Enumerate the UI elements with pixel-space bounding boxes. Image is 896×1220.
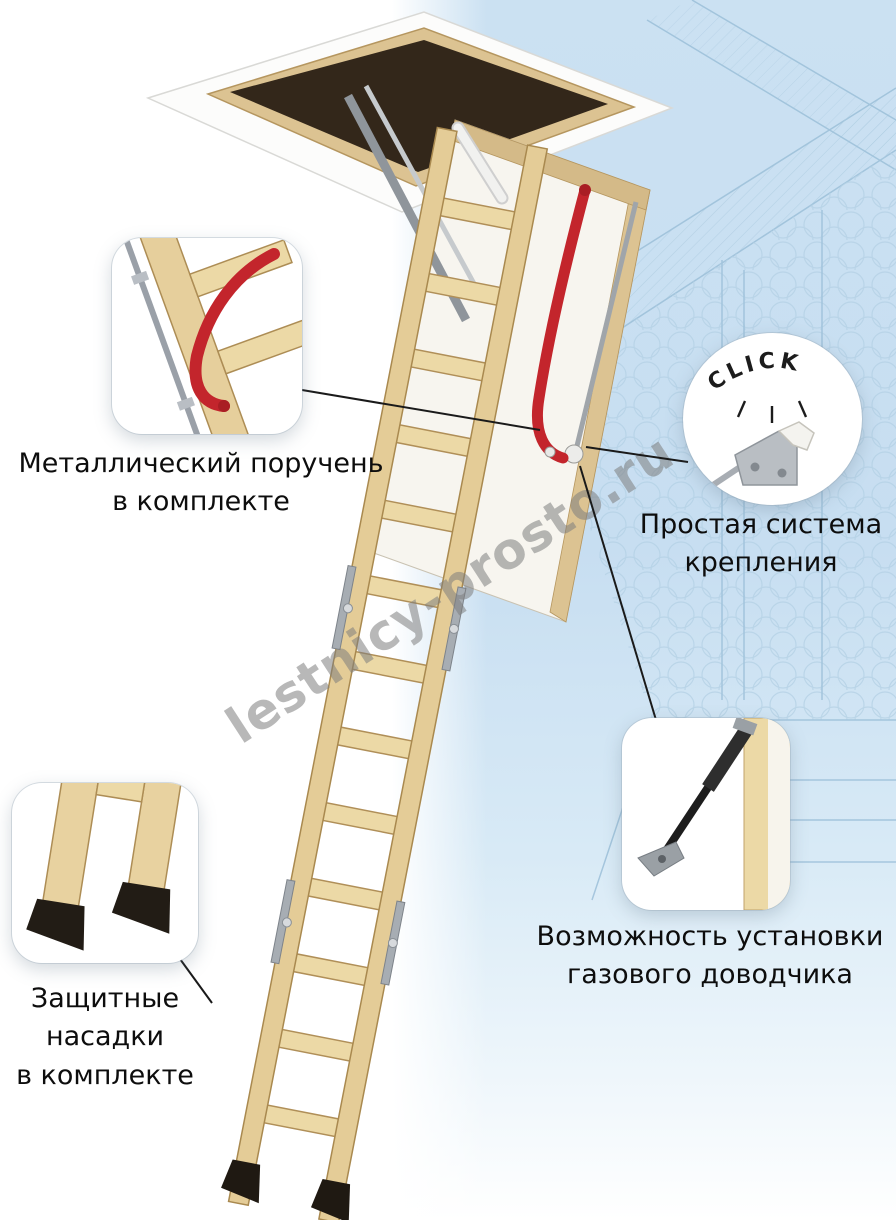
click-badge: CLICK	[703, 349, 799, 396]
hinge-bolts	[281, 603, 459, 949]
feet-closeup-illustration	[26, 783, 186, 951]
label-gas-strut: Возможность установки газового доводчика	[536, 921, 884, 991]
svg-text:CLICK: CLICK	[703, 349, 803, 396]
label-click-system: Простая система крепления	[639, 509, 883, 579]
ladder-steps	[259, 196, 520, 1139]
handrail-red	[532, 184, 591, 464]
handrail-closeup-illustration	[119, 238, 302, 434]
callout-handrail-inset	[112, 238, 302, 434]
label-protective-feet: Защитные насадки в комплекте	[16, 983, 194, 1091]
hatch-opening	[230, 40, 608, 172]
protective-feet	[221, 1159, 351, 1220]
callout-click-inset: CLICK	[683, 333, 862, 505]
callout-gas-strut-inset	[622, 718, 790, 910]
gas-strut-illustration	[637, 718, 790, 910]
click-lock-illustration: CLICK	[693, 349, 815, 500]
click-rays	[736, 400, 808, 423]
callout-feet-inset	[12, 783, 198, 963]
label-handrail: Металлический поручень в комплекте	[18, 448, 384, 518]
